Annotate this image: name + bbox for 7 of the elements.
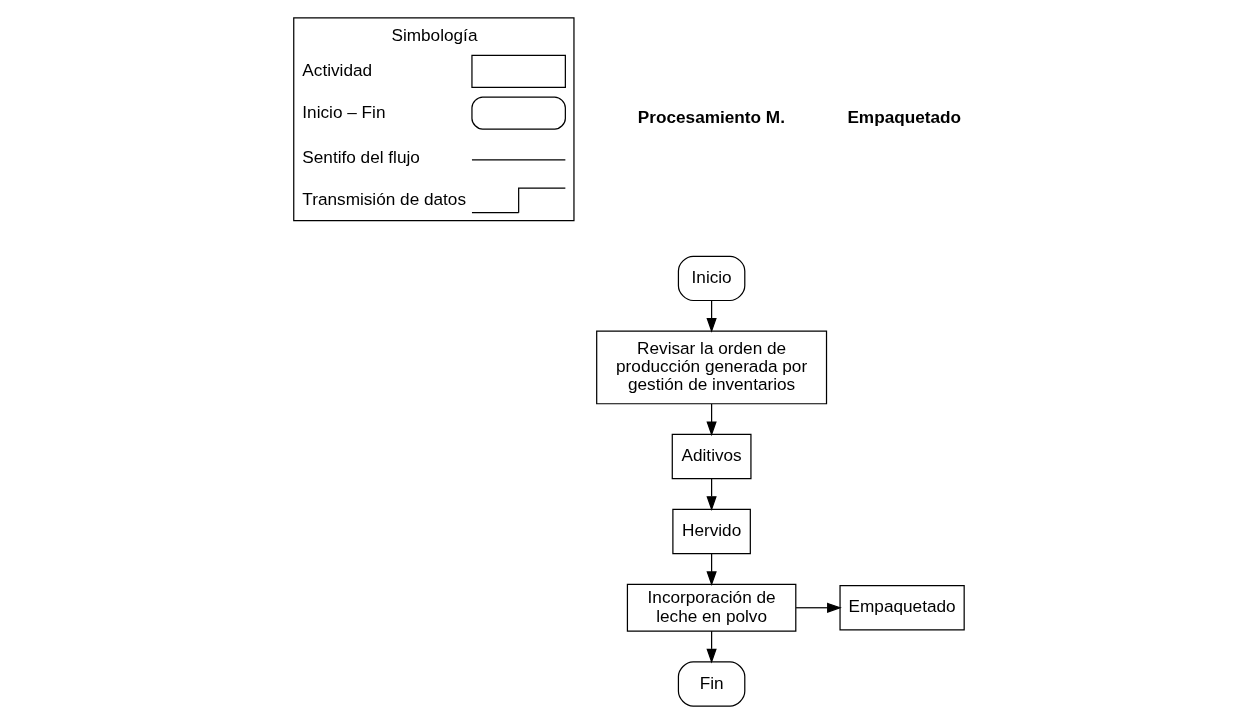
legend-label: Actividad	[301, 59, 372, 80]
label: Empaquetado	[846, 106, 961, 127]
label: Procesamiento M.	[637, 106, 785, 127]
label: Simbología	[390, 24, 477, 45]
legend-label: Sentifo del flujo	[301, 147, 420, 168]
legend-label: Transmisión de datos	[301, 188, 466, 209]
legend-label: Inicio – Fin	[301, 101, 385, 122]
